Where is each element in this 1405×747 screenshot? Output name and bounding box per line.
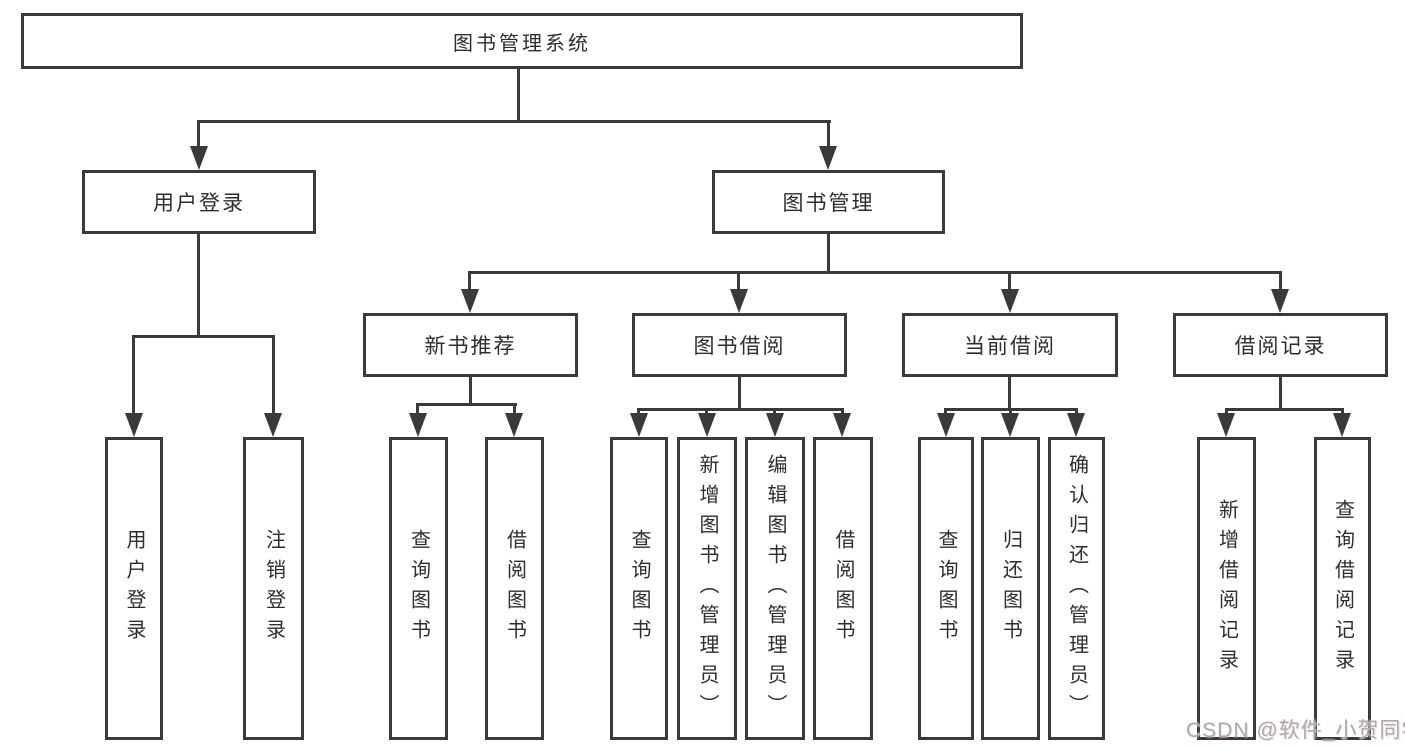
arrow-down-icon: [505, 413, 523, 437]
node-label: 图书管理: [782, 192, 875, 215]
node-label: 图书管理系统: [453, 32, 591, 55]
connector-book-borrow-stem: [738, 377, 741, 411]
node-book-borrow: 图书借阅: [632, 313, 847, 377]
node-label: 编辑图书（管理员）: [764, 453, 786, 724]
arrow-down-icon: [264, 413, 282, 437]
arrow-down-icon: [730, 289, 748, 313]
connector-leaf: [416, 403, 419, 417]
node-label: 查询图书: [628, 528, 650, 649]
arrow-down-icon: [125, 413, 143, 437]
node-label: 查询图书: [935, 528, 957, 649]
node-label: 用户登录: [123, 528, 145, 649]
connector-leaf: [513, 403, 516, 417]
connector-to-book-management: [827, 120, 830, 150]
connector-to-login-leaf: [132, 335, 135, 415]
connector-to-current-borrow: [1008, 271, 1011, 291]
node-label: 当前借阅: [964, 335, 1056, 358]
connector-to-book-borrow: [737, 271, 740, 291]
leaf-query-books-borrow: 查询图书: [610, 437, 668, 740]
arrow-down-icon: [1217, 413, 1235, 437]
arrow-down-icon: [833, 413, 851, 437]
connector-root-branch: [198, 120, 831, 123]
leaf-return-books: 归还图书: [981, 437, 1040, 740]
arrow-down-icon: [1001, 413, 1019, 437]
leaf-borrow-books: 借阅图书: [813, 437, 873, 740]
connector-book-borrow-branch: [637, 408, 844, 411]
connector-borrow-records-branch: [1225, 408, 1344, 411]
connector-to-borrow-records: [1279, 271, 1282, 291]
connector-new-book-branch: [417, 403, 517, 406]
arrow-down-icon: [461, 289, 479, 313]
csdn-watermark: CSDN @软件_小贺同学: [1186, 719, 1405, 742]
arrow-down-icon: [630, 413, 648, 437]
connector-new-book-stem: [469, 377, 472, 406]
leaf-query-books-current: 查询图书: [918, 437, 974, 740]
node-label: 图书借阅: [693, 335, 786, 358]
leaf-confirm-return-admin: 确认归还（管理员）: [1048, 437, 1105, 740]
connector-root-stem: [517, 69, 520, 122]
node-label: 确认归还（管理员）: [1065, 453, 1088, 724]
leaf-logout: 注销登录: [243, 437, 304, 740]
arrow-down-icon: [766, 413, 784, 437]
node-label: 借阅图书: [832, 528, 854, 649]
arrow-down-icon: [1067, 413, 1085, 437]
connector-borrow-records-stem: [1279, 377, 1282, 411]
arrow-down-icon: [1271, 289, 1289, 313]
arrow-down-icon: [409, 413, 427, 437]
leaf-query-borrow-record: 查询借阅记录: [1314, 437, 1371, 740]
node-user-login: 用户登录: [82, 170, 316, 234]
leaf-edit-books-admin: 编辑图书（管理员）: [745, 437, 805, 740]
node-new-book-recommend: 新书推荐: [363, 313, 578, 377]
node-label: 查询图书: [407, 528, 430, 649]
connector-to-user-login: [197, 120, 200, 150]
node-label: 注销登录: [262, 528, 285, 649]
arrow-down-icon: [937, 413, 955, 437]
arrow-down-icon: [698, 413, 716, 437]
node-label: 新增借阅记录: [1215, 498, 1238, 679]
connector-current-borrow-stem: [1008, 377, 1011, 411]
connector-to-logout-leaf: [272, 335, 275, 415]
node-borrow-records: 借阅记录: [1173, 313, 1388, 377]
node-label: 新增图书（管理员）: [696, 453, 718, 724]
node-label: 查询借阅记录: [1331, 498, 1354, 679]
connector-book-mgmt-branch: [468, 271, 1282, 274]
node-label: 归还图书: [999, 528, 1022, 649]
leaf-add-borrow-record: 新增借阅记录: [1197, 437, 1256, 740]
connector-user-login-branch: [132, 335, 275, 338]
node-library-management-system: 图书管理系统: [21, 13, 1023, 69]
node-label: 借阅图书: [503, 528, 526, 649]
node-label: 借阅记录: [1234, 335, 1327, 358]
leaf-add-books-admin: 新增图书（管理员）: [677, 437, 737, 740]
leaf-user-login: 用户登录: [105, 437, 163, 740]
node-book-management: 图书管理: [712, 170, 945, 234]
node-label: 用户登录: [153, 192, 245, 215]
leaf-query-books-recommend: 查询图书: [389, 437, 448, 740]
node-current-borrow: 当前借阅: [902, 313, 1118, 377]
arrow-down-icon: [1333, 413, 1351, 437]
node-label: 新书推荐: [424, 335, 517, 358]
connector-to-new-book: [468, 271, 471, 291]
connector-user-login-stem: [197, 234, 200, 338]
leaf-borrow-books-recommend: 借阅图书: [485, 437, 544, 740]
arrow-down-icon: [190, 146, 208, 170]
connector-book-mgmt-stem: [827, 234, 830, 274]
arrow-down-icon: [1001, 289, 1019, 313]
arrow-down-icon: [819, 146, 837, 170]
